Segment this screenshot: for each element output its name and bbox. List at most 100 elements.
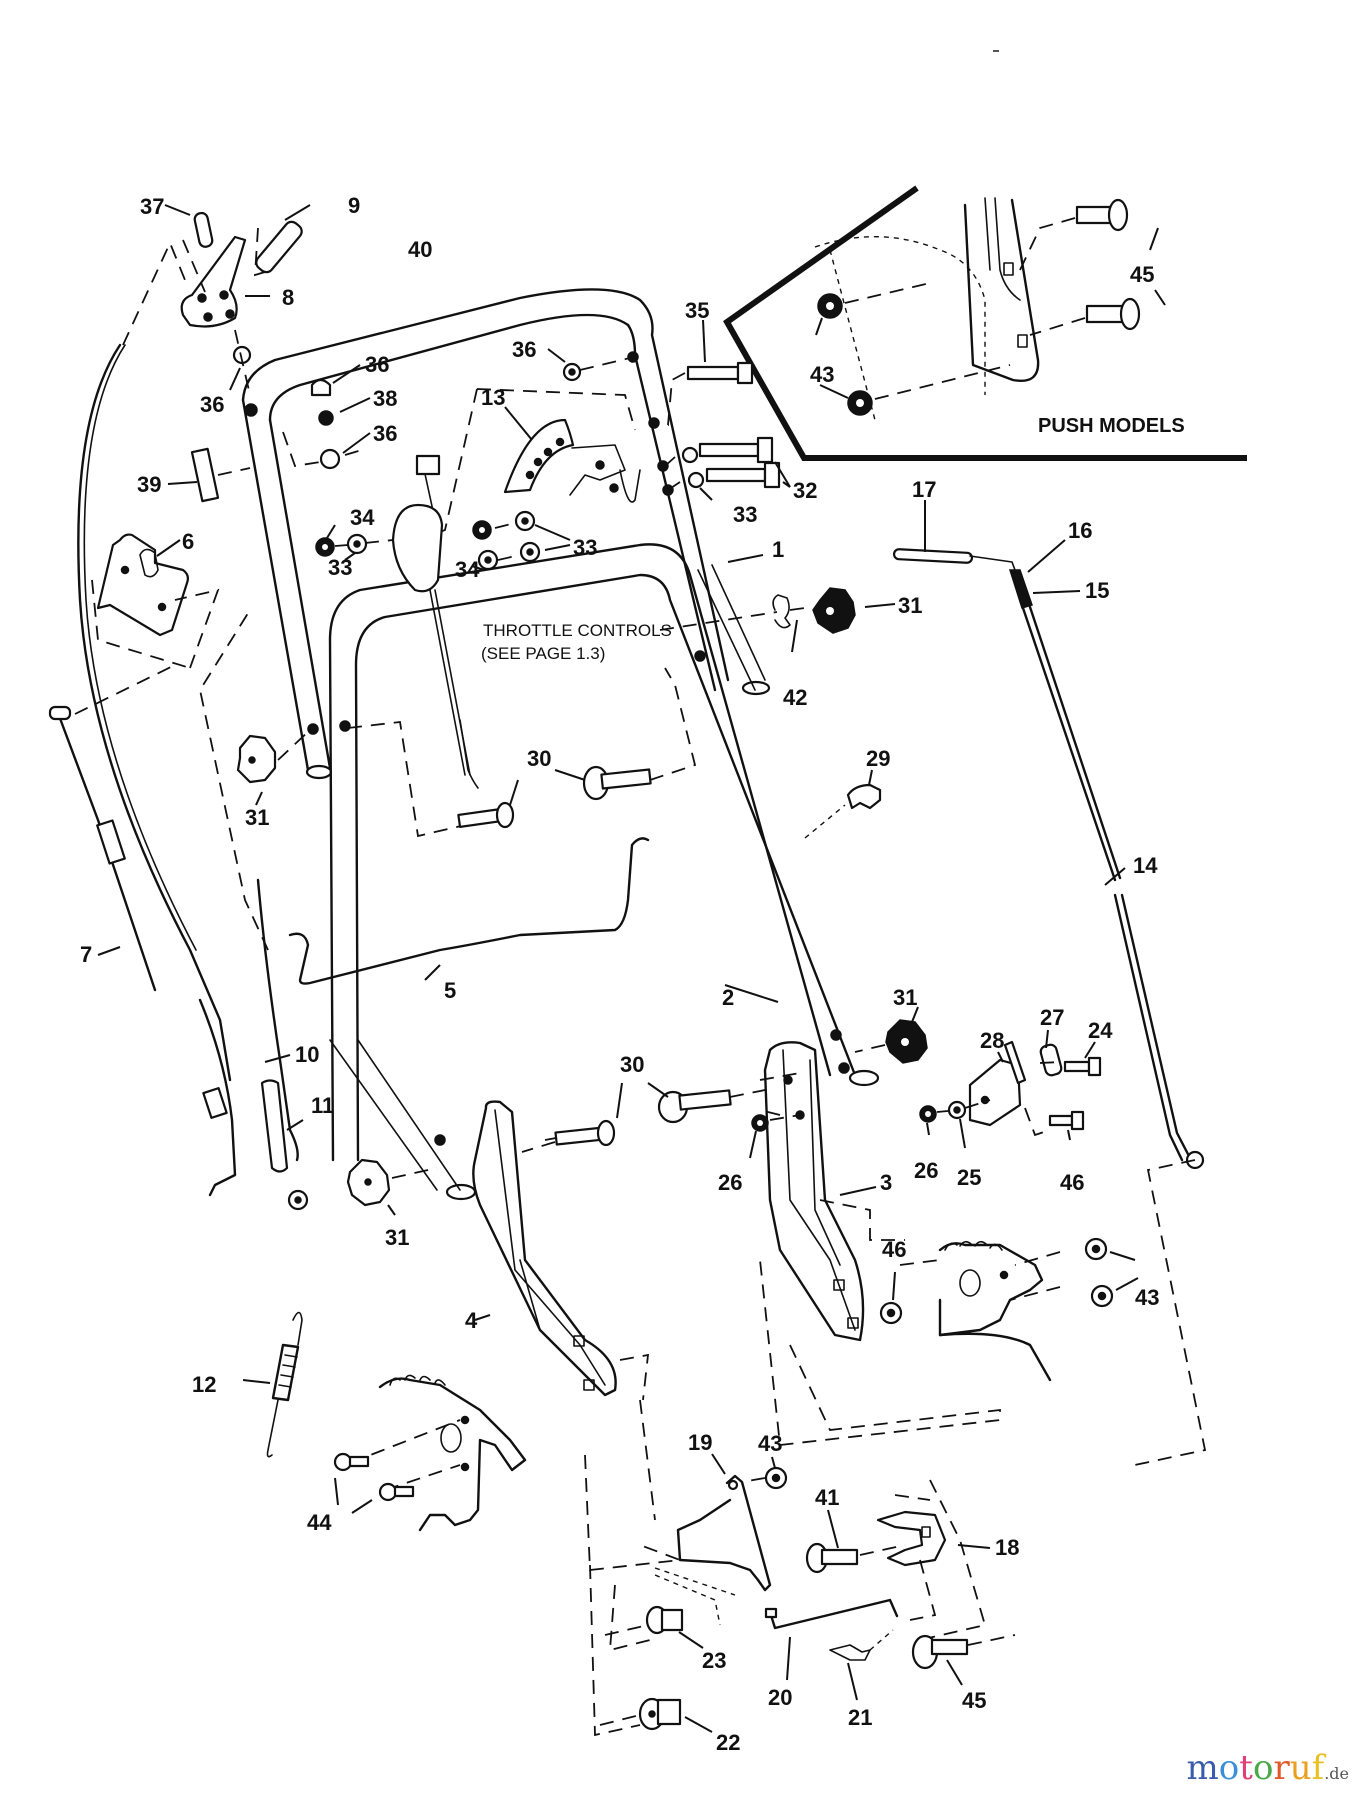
lower-tube-left	[329, 1039, 461, 1191]
mount-plate-left-icon	[349, 1374, 527, 1532]
callout-43-bottom: 43	[758, 1431, 782, 1456]
lever-8-icon	[180, 235, 247, 328]
nut-43-upper-icon	[817, 293, 843, 319]
callout-44: 44	[307, 1510, 332, 1535]
inset-slot-upper	[1003, 262, 1014, 276]
inset-dash-nut-upper	[844, 282, 931, 304]
callout-43: 43	[810, 362, 834, 387]
logo-letter: u	[1289, 1748, 1312, 1788]
callout-23: 23	[702, 1648, 726, 1673]
push-models-inset: 45 43 PUSH MODELS	[723, 185, 1247, 461]
bushing-36-a-icon	[310, 378, 332, 397]
nut-26-left-icon	[749, 1114, 801, 1159]
knob-31-lower-left-icon	[346, 1158, 438, 1216]
bolt-45-lower-icon	[1085, 297, 1141, 331]
inset-slot-lower	[1017, 334, 1028, 348]
bracket-18-icon	[876, 1479, 991, 1641]
callout-7: 7	[80, 942, 92, 967]
logo-letter: o	[1218, 1748, 1240, 1788]
upper-handle-left-tube	[241, 398, 332, 772]
bracket-6-icon	[91, 533, 220, 669]
callout-17: 17	[912, 477, 936, 502]
callout-31-lower-left: 31	[385, 1225, 409, 1250]
callout-13: 13	[481, 385, 505, 410]
callout-31-mid-right: 31	[893, 985, 917, 1010]
inset-frame	[723, 185, 1247, 461]
grommet-38-icon	[318, 410, 334, 426]
cables	[48, 343, 309, 1211]
cable-7-end	[48, 705, 72, 721]
upper-handle	[241, 288, 771, 780]
bolts-32-35	[547, 319, 791, 501]
washer-46-mid-icon	[819, 1199, 905, 1325]
bolt-32-upper-icon	[698, 442, 760, 458]
throttle-note-line1: THROTTLE CONTROLS	[483, 621, 672, 640]
lower-handle-inner	[354, 573, 857, 1162]
cable-11-sleeve	[260, 1079, 289, 1173]
callout-18: 18	[995, 1535, 1019, 1560]
bolt-45-bottom-icon	[911, 1634, 1016, 1686]
bolt-24-icon	[1039, 1041, 1102, 1077]
callout-39: 39	[137, 472, 161, 497]
nut-26-right-icon	[919, 1105, 937, 1136]
callout-33-a: 33	[328, 555, 352, 580]
bolt-46-small-icon	[1024, 1107, 1085, 1141]
inset-title: PUSH MODELS	[1038, 415, 1185, 437]
tube-end-right	[741, 680, 771, 696]
callout-34-b: 34	[455, 557, 480, 582]
callout-labels: 37 9 8 40 36 36 38 36 36 35 13 39 34 33 …	[80, 193, 1159, 1755]
cable-7-clamp	[96, 819, 126, 865]
inset-plate	[963, 198, 1040, 382]
callout-36-c: 36	[512, 337, 536, 362]
callout-41: 41	[815, 1485, 839, 1510]
nut-43-right-lower-icon	[1090, 1277, 1139, 1308]
nut-43-right-upper-icon	[1084, 1237, 1136, 1261]
callout-11: 11	[311, 1093, 334, 1118]
tube-39	[167, 447, 251, 503]
logo-letter: f	[1311, 1748, 1325, 1788]
bolt-45-upper-icon	[1075, 198, 1129, 232]
tube-right-lower	[697, 564, 766, 691]
callout-15: 15	[1085, 578, 1109, 603]
callout-42: 42	[783, 685, 807, 710]
nut-43-bottom-icon	[741, 1456, 788, 1490]
callout-3: 3	[880, 1170, 892, 1195]
callout-26-left: 26	[718, 1170, 742, 1195]
callout-16: 16	[1068, 518, 1092, 543]
tube-end-left	[305, 764, 333, 780]
callout-20: 20	[768, 1685, 792, 1710]
control-rod-5	[288, 837, 650, 985]
bolt-41-icon	[805, 1509, 906, 1574]
rod-14-lower	[1113, 893, 1192, 1162]
callout-6: 6	[182, 529, 194, 554]
clip-29-icon	[804, 769, 882, 839]
dash-bottom-left	[589, 1564, 651, 1737]
bracket-13-icon	[503, 418, 575, 494]
inset-dash-upper	[1019, 217, 1076, 271]
callout-8: 8	[282, 285, 294, 310]
bolts-44-icon	[333, 1452, 415, 1514]
callout-38: 38	[373, 386, 397, 411]
knob-31-left-icon	[236, 721, 479, 838]
callout-28: 28	[980, 1028, 1004, 1053]
bolt-30-upper-right-icon	[554, 667, 697, 801]
lever-8-assembly	[122, 204, 311, 396]
callout-46-right: 46	[1060, 1170, 1084, 1195]
callout-40: 40	[408, 237, 432, 262]
cable-10-outer	[77, 343, 232, 1082]
bracket-19-icon	[654, 1453, 772, 1626]
bolt-35-icon	[686, 365, 740, 381]
cable-11-wire	[256, 878, 299, 1162]
throttle-note-line2: (SEE PAGE 1.3)	[481, 644, 605, 663]
rod-14-assembly	[892, 500, 1207, 1466]
mount-plate-right-icon	[899, 1240, 1061, 1382]
bolt-30-lower-left-icon	[521, 1082, 623, 1153]
bolt-30-upper-icon	[457, 779, 519, 829]
dash-cable7	[74, 664, 176, 715]
lower-tube-left-end	[445, 1183, 477, 1201]
inset-dash-lower	[1029, 317, 1086, 336]
callout-45-bottom: 45	[962, 1688, 986, 1713]
bracket-3-icon	[759, 1041, 877, 1342]
callout-32: 32	[793, 478, 817, 503]
